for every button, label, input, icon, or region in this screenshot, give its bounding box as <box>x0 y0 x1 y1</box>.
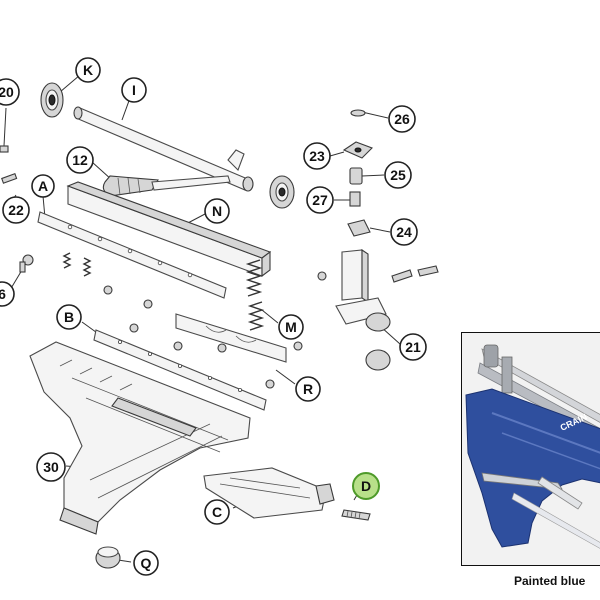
part-n-rail <box>66 181 272 278</box>
callout-22-text: 22 <box>8 202 24 218</box>
part-m-spring <box>245 259 265 331</box>
right-hardware <box>342 109 373 237</box>
callout-22: 22 <box>2 196 30 224</box>
callout-26: 26 <box>388 105 416 133</box>
part-q-foot <box>95 546 121 569</box>
callout-q: Q <box>133 550 159 576</box>
shaft-end-bearing <box>269 175 295 209</box>
photo-caption: Painted blue <box>514 574 586 588</box>
callout-24-text: 24 <box>396 224 412 240</box>
part-a-bar <box>37 211 227 299</box>
callout-30: 30 <box>36 452 66 482</box>
callout-21: 21 <box>399 333 427 361</box>
callout-26-text: 26 <box>394 111 410 127</box>
callout-m-text: M <box>285 319 297 335</box>
callout-6-text: 6 <box>0 286 6 302</box>
part-k-bearing <box>40 82 64 118</box>
callout-6: 6 <box>0 281 15 307</box>
callout-r: R <box>295 376 321 402</box>
callout-21-text: 21 <box>405 339 421 355</box>
callout-12-text: 12 <box>72 152 88 168</box>
callout-25: 25 <box>384 161 412 189</box>
product-photo: CRAIN <box>462 333 600 565</box>
callout-30-text: 30 <box>43 459 59 475</box>
callout-27: 27 <box>306 186 334 214</box>
callout-b-text: B <box>64 309 74 325</box>
callout-n: N <box>204 198 230 224</box>
part-c-tray <box>203 467 335 519</box>
part-b-bar <box>93 329 267 411</box>
callout-20-text: 20 <box>0 84 14 100</box>
callout-23: 23 <box>303 142 331 170</box>
callout-c-text: C <box>212 504 222 520</box>
callout-r-text: R <box>303 381 313 397</box>
callout-q-text: Q <box>141 555 152 571</box>
callout-a: A <box>31 174 55 198</box>
callout-20: 20 <box>0 78 20 106</box>
callout-m: M <box>278 314 304 340</box>
part-i-shaft <box>73 106 254 192</box>
callout-12: 12 <box>66 146 94 174</box>
callout-d-text: D <box>361 478 371 494</box>
callout-d: D <box>352 472 380 500</box>
small-springs <box>62 252 183 351</box>
part-d-bolt <box>341 509 371 521</box>
callout-25-text: 25 <box>390 167 406 183</box>
product-photo-frame: CRAIN <box>461 332 600 566</box>
callout-23-text: 23 <box>309 148 325 164</box>
callout-n-text: N <box>212 203 222 219</box>
callout-k-text: K <box>83 62 93 78</box>
callout-b: B <box>56 304 82 330</box>
callout-i: I <box>121 77 147 103</box>
callout-a-text: A <box>38 178 48 194</box>
callout-27-text: 27 <box>312 192 328 208</box>
part-21-cutter <box>317 248 439 371</box>
part-r-plate <box>175 313 303 389</box>
part-30-base <box>29 341 251 535</box>
callout-k: K <box>75 57 101 83</box>
callout-c: C <box>204 499 230 525</box>
part-12-handle <box>102 175 231 197</box>
callout-i-text: I <box>132 82 136 98</box>
callout-24: 24 <box>390 218 418 246</box>
left-screws <box>0 145 34 273</box>
